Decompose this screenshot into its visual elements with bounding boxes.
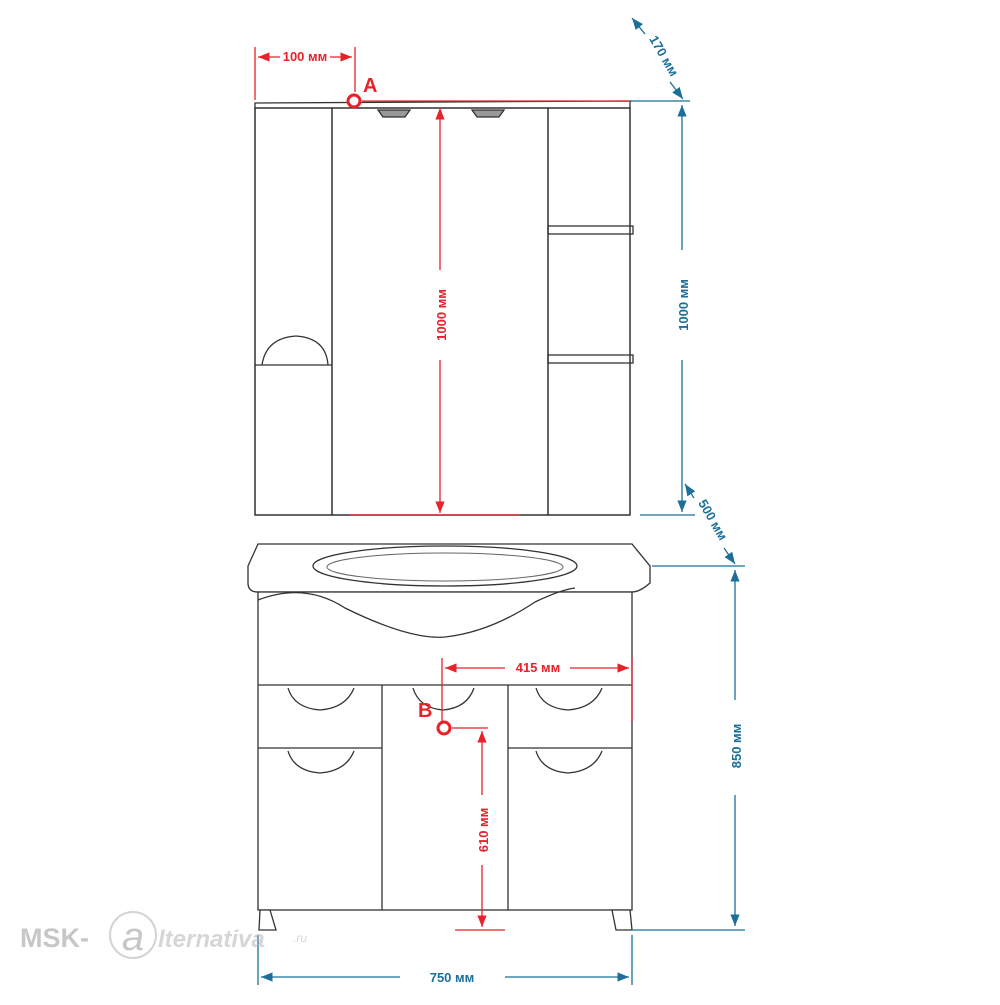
door-handle-left bbox=[287, 750, 355, 774]
shelf-lower bbox=[547, 354, 634, 364]
drawer-handle-right bbox=[535, 687, 603, 711]
door-handle-right bbox=[535, 750, 603, 774]
dim-850-label: 850 мм bbox=[729, 724, 744, 769]
watermark-left: MSK- bbox=[20, 923, 89, 953]
drawer-handle-left bbox=[287, 687, 355, 711]
watermark-right: lternativa bbox=[158, 926, 265, 953]
sink-bowl-curve bbox=[257, 587, 576, 638]
watermark: MSK- a lternativa .ru bbox=[20, 911, 307, 959]
point-b-label: B bbox=[418, 700, 432, 722]
point-a-label: A bbox=[363, 75, 377, 97]
watermark-tld: .ru bbox=[293, 931, 307, 945]
blue-dimensions bbox=[257, 17, 745, 985]
point-a-marker bbox=[346, 93, 362, 109]
dim-170-label: 170 мм bbox=[646, 33, 681, 79]
dim-750-label: 750 мм bbox=[430, 970, 475, 985]
mirror-body bbox=[254, 107, 631, 516]
red-dimensions bbox=[254, 47, 633, 931]
mirror-right-column bbox=[547, 107, 631, 516]
sink-basin bbox=[312, 545, 578, 587]
leg-right bbox=[611, 909, 633, 931]
vanity bbox=[247, 543, 651, 931]
watermark-circle bbox=[109, 911, 157, 959]
watermark-mark: a bbox=[122, 915, 144, 959]
dim-500-label: 500 мм bbox=[695, 497, 730, 543]
dim-1000-outer-label: 1000 мм bbox=[676, 279, 691, 331]
dim-100-label: 100 мм bbox=[283, 49, 328, 64]
mirror-light-right bbox=[470, 109, 506, 118]
left-column-handle bbox=[261, 335, 329, 366]
point-b-marker bbox=[436, 720, 452, 736]
vanity-body bbox=[257, 591, 633, 911]
dim-415-label: 415 мм bbox=[516, 660, 561, 675]
drawer-handle-center bbox=[412, 687, 475, 711]
shelf-upper bbox=[547, 225, 634, 235]
dim-610-label: 610 мм bbox=[476, 808, 491, 853]
mirror-light-left bbox=[376, 109, 412, 118]
leg-left bbox=[258, 909, 277, 931]
dim-1000-inner-label: 1000 мм bbox=[434, 289, 449, 341]
